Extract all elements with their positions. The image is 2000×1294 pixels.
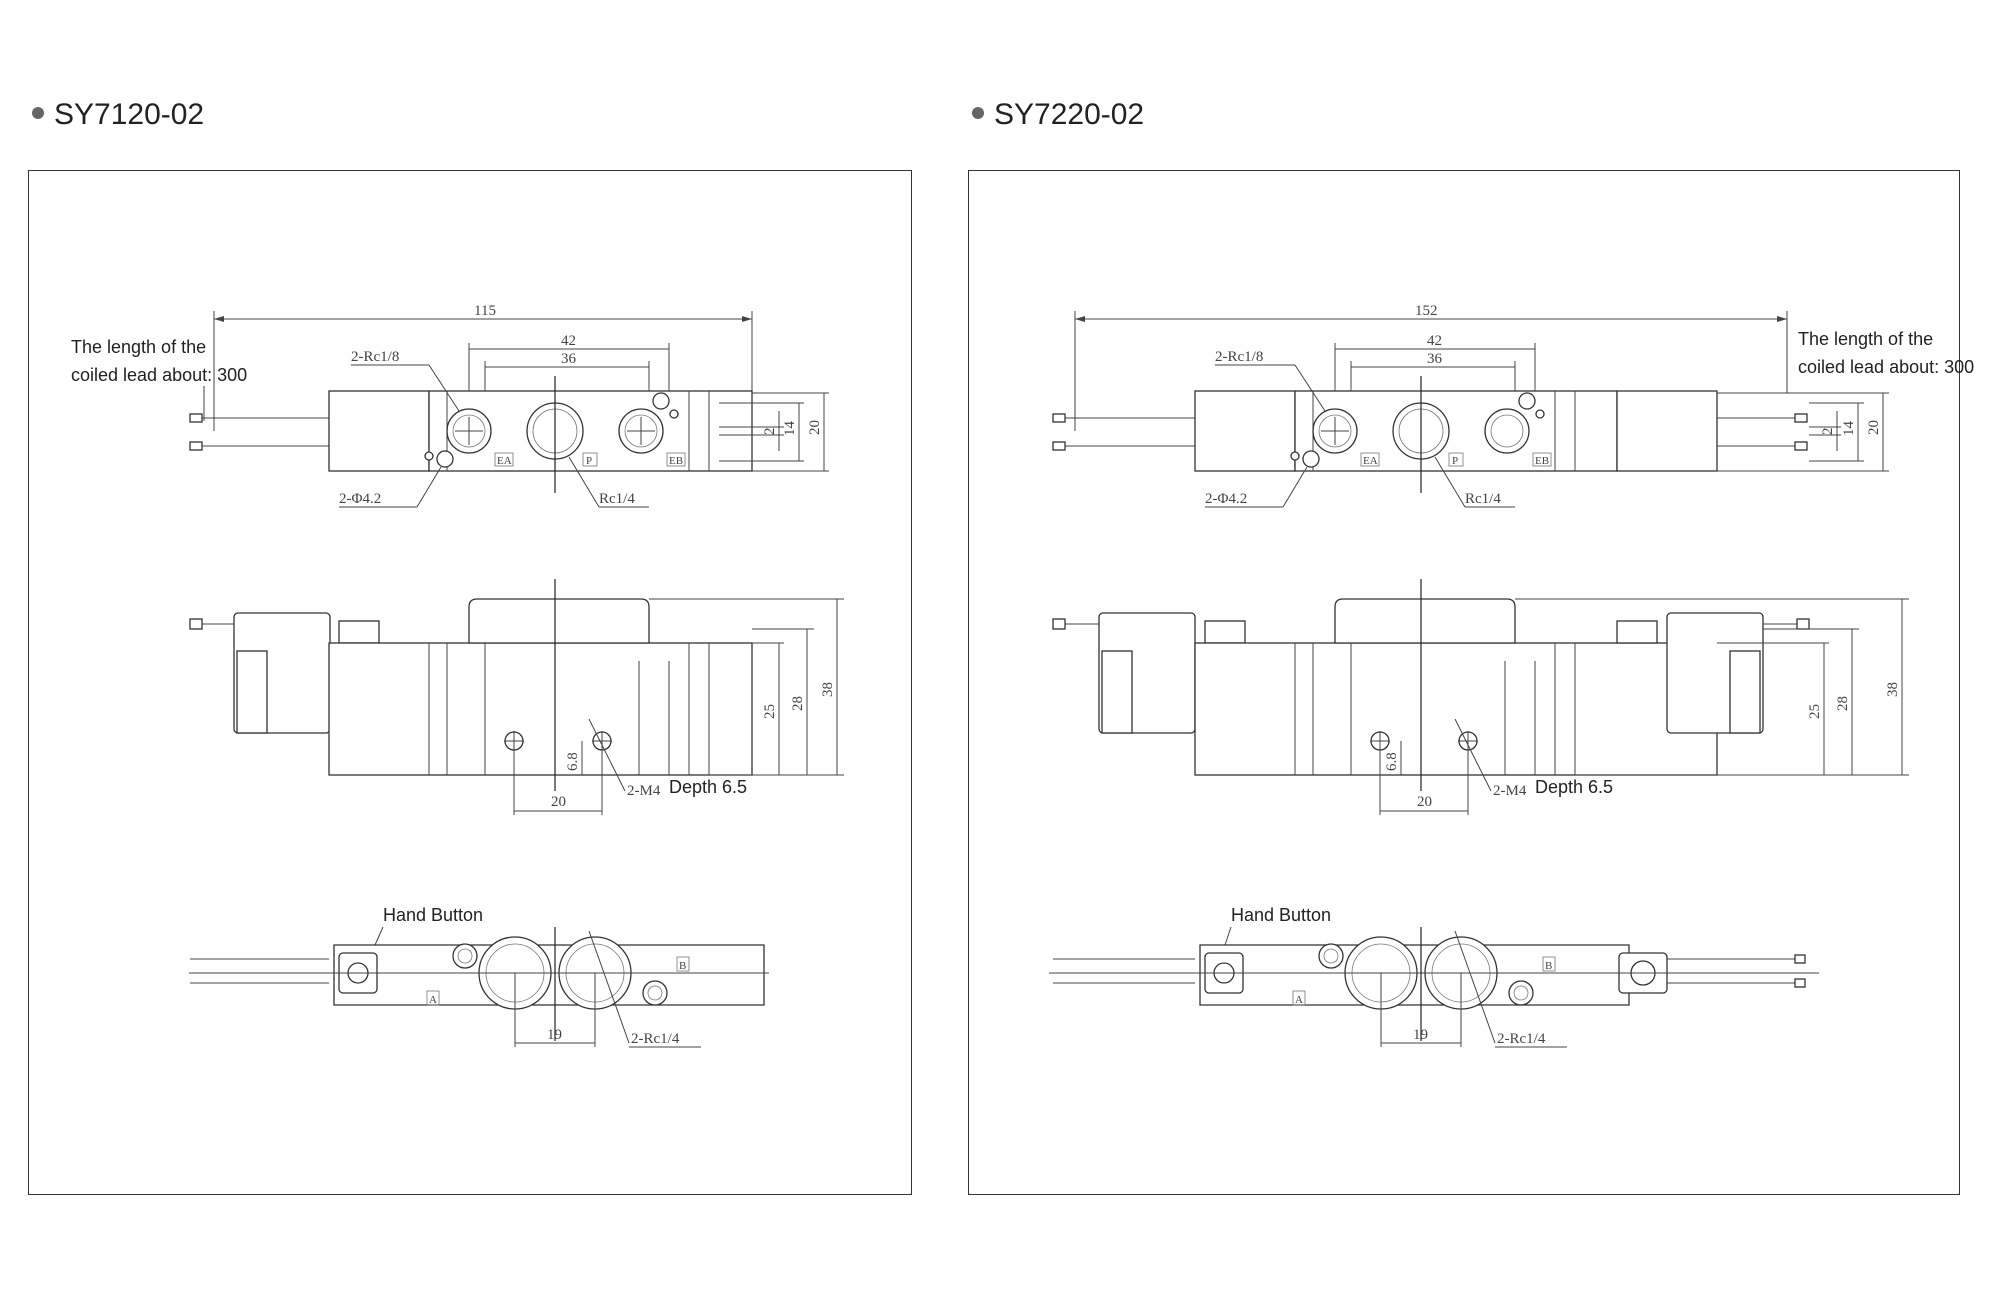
port-label-eb: EB: [1535, 455, 1549, 467]
dim-38: 38: [820, 682, 836, 697]
port-callout-rc18: 2-Rc1/8: [351, 349, 399, 365]
port-label-b: B: [679, 960, 686, 972]
port-label-ea: EA: [497, 455, 512, 467]
port-label-eb: EB: [669, 455, 683, 467]
dim-20-top: 20: [807, 420, 823, 435]
bullet-icon: [32, 107, 44, 120]
dim-38: 38: [1885, 682, 1901, 697]
dim-20-bottom: 20: [551, 794, 566, 810]
dim-20-bottom: 20: [1417, 794, 1432, 810]
model-name: SY7120-02: [54, 98, 205, 131]
dim-19: 19: [547, 1027, 562, 1043]
side-view: 6.8 20 2-M4 Depth 6.5 25 28 38: [189, 579, 844, 815]
lead-note-2: coiled lead about: 300: [71, 365, 247, 385]
dim-14: 14: [1841, 421, 1857, 437]
technical-drawing-sy7120: 115 42 36 The length of the coiled lead …: [71, 303, 844, 1048]
top-view: 115 42 36 The length of the coiled lead …: [71, 303, 829, 508]
model-title-right: SY7220-02: [972, 98, 1144, 132]
port-callout-rc14: Rc1/4: [1465, 491, 1501, 507]
port-callout-rc14-2: 2-Rc1/4: [631, 1031, 680, 1047]
dim-6-8: 6.8: [565, 752, 581, 771]
drawing-panel-right: 152 42 36 The length of the coiled lead …: [968, 170, 1974, 1195]
model-title-left: SY7120-02: [32, 98, 204, 132]
port-label-p: P: [586, 455, 592, 467]
thread-callout: 2-M4: [1493, 783, 1527, 799]
thread-callout: 2-M4: [627, 783, 661, 799]
dim-20-top: 20: [1866, 420, 1882, 435]
port-callout-rc14-2: 2-Rc1/4: [1497, 1031, 1546, 1047]
port-label-ea: EA: [1363, 455, 1378, 467]
hand-button-label: Hand Button: [383, 905, 483, 925]
dim-6-8: 6.8: [1384, 752, 1400, 771]
port-callout-phi: 2-Φ4.2: [339, 491, 381, 507]
dim-36: 36: [1427, 351, 1443, 367]
dim-42: 42: [561, 333, 576, 349]
dim-28: 28: [1835, 696, 1851, 711]
side-view: 6.8 20 2-M4 Depth 6.5 25 28 38: [1052, 579, 1909, 815]
depth-note: Depth 6.5: [669, 777, 747, 797]
bottom-view: Hand Button A B 19 2-Rc1/4: [1049, 905, 1819, 1048]
dim-19: 19: [1413, 1027, 1428, 1043]
port-label-p: P: [1452, 455, 1458, 467]
bullet-icon: [972, 107, 984, 120]
lead-note-1: The length of the: [1798, 329, 1933, 349]
depth-note: Depth 6.5: [1535, 777, 1613, 797]
dim-2: 2: [762, 428, 778, 436]
dim-14: 14: [782, 421, 798, 437]
model-name: SY7220-02: [994, 98, 1145, 131]
dim-25: 25: [762, 704, 778, 719]
hand-button-label: Hand Button: [1231, 905, 1331, 925]
port-label-a: A: [429, 994, 437, 1006]
dim-28: 28: [790, 696, 806, 711]
lead-note-1: The length of the: [71, 337, 206, 357]
drawing-panel-left: 115 42 36 The length of the coiled lead …: [28, 170, 912, 1195]
lead-note-2: coiled lead about: 300: [1798, 357, 1974, 377]
port-callout-phi: 2-Φ4.2: [1205, 491, 1247, 507]
dim-36: 36: [561, 351, 577, 367]
port-callout-rc18: 2-Rc1/8: [1215, 349, 1263, 365]
dim-25: 25: [1807, 704, 1823, 719]
dim-overall: 115: [474, 303, 496, 319]
technical-drawing-sy7220: 152 42 36 The length of the coiled lead …: [1049, 303, 1974, 1048]
dim-42: 42: [1427, 333, 1442, 349]
port-label-b: B: [1545, 960, 1552, 972]
bottom-view: Hand Button A B 19 2-Rc1/4: [189, 905, 769, 1048]
port-label-a: A: [1295, 994, 1303, 1006]
dim-2: 2: [1820, 428, 1836, 436]
port-callout-rc14: Rc1/4: [599, 491, 635, 507]
top-view: 152 42 36 The length of the coiled lead …: [1052, 303, 1974, 508]
dim-overall: 152: [1415, 303, 1438, 319]
